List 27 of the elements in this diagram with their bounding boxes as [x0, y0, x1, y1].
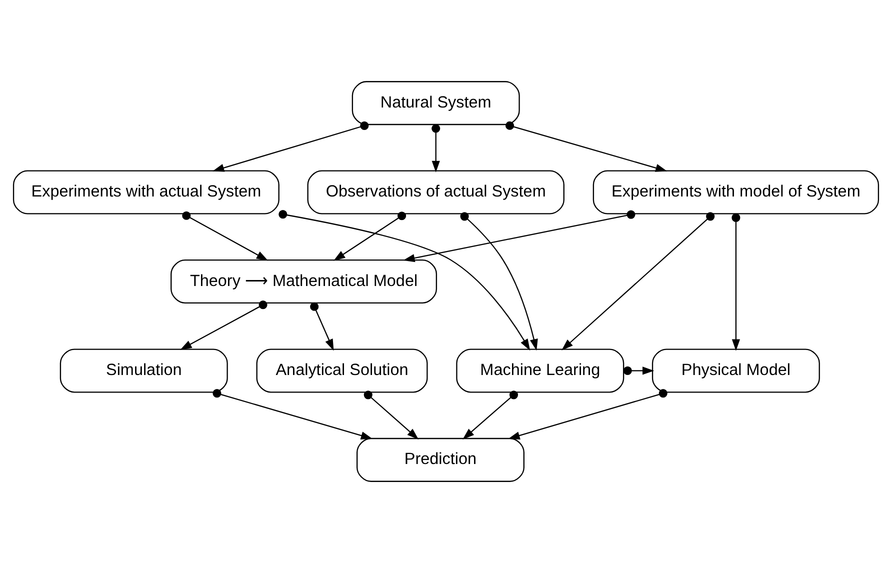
arrow — [460, 212, 538, 350]
arrow — [562, 212, 715, 350]
node-box: Prediction — [356, 437, 524, 482]
node-box: Simulation — [60, 348, 228, 392]
node-box: Theory ⟶ Mathematical Model — [170, 258, 438, 304]
arrow — [212, 120, 369, 172]
node-box: Natural System — [352, 80, 520, 125]
arrow — [508, 388, 668, 439]
arrow — [182, 210, 268, 260]
node-box: Experiments with actual System — [12, 170, 280, 214]
arrow — [278, 210, 530, 350]
arrow — [732, 212, 740, 350]
arrow — [506, 120, 668, 172]
arrow — [462, 390, 518, 439]
arrow — [180, 300, 268, 350]
arrow — [364, 390, 419, 439]
arrow — [432, 124, 440, 172]
node-box: Physical Model — [652, 348, 820, 392]
node-box: Analytical Solution — [256, 348, 428, 392]
arrow — [623, 366, 654, 374]
arrow — [403, 210, 636, 262]
node-box: Observations of actual System — [307, 170, 564, 214]
arrow — [310, 302, 334, 350]
arrow — [212, 388, 373, 439]
arrow — [334, 211, 406, 260]
node-box: Experiments with model of System — [592, 170, 880, 214]
node-box: Machine Learing — [456, 348, 624, 392]
